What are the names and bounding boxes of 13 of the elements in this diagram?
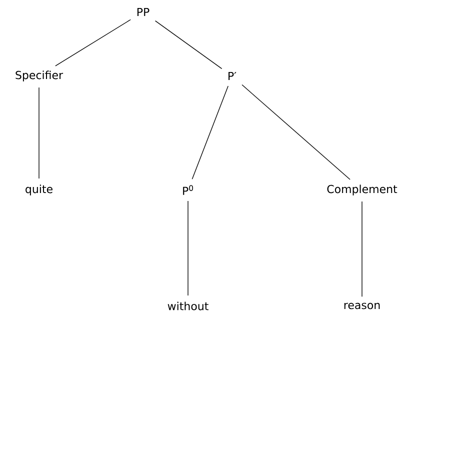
- tree-node-label: P′: [228, 72, 236, 80]
- tree-node-label: PP: [137, 8, 150, 16]
- tree-branch: [154, 20, 222, 70]
- tree-node-label: Specifier: [16, 70, 64, 82]
- tree-node-label: Complement: [327, 184, 398, 196]
- tree-branch: [55, 19, 131, 66]
- tree-branch: [38, 87, 40, 179]
- tree-node-label: quite: [26, 184, 52, 196]
- tree-branch: [242, 84, 350, 180]
- tree-branch: [192, 86, 228, 180]
- tree-node-label: P$^{0}$: [183, 185, 193, 195]
- tree-node-label: without: [168, 302, 208, 310]
- tree-node-label: reason: [344, 302, 380, 310]
